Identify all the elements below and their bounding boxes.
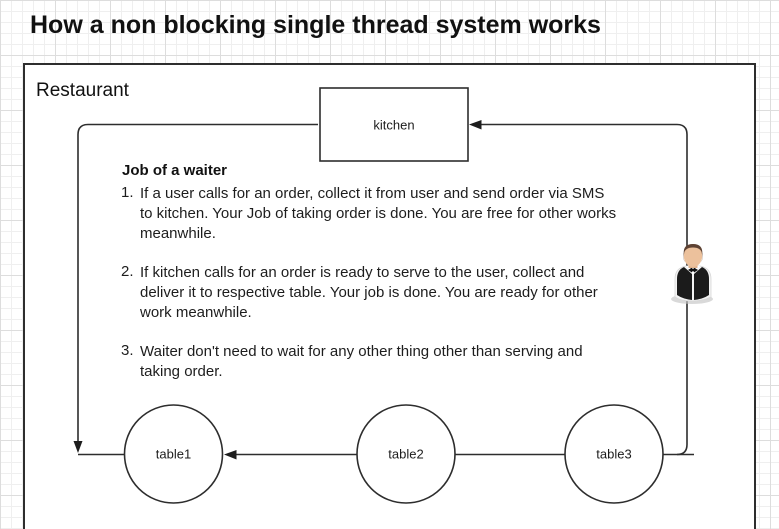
note-line: Waiter don't need to wait for any other … bbox=[140, 343, 583, 360]
table2-label: table2 bbox=[388, 447, 423, 462]
table3-label: table3 bbox=[596, 447, 631, 462]
note-item-2-number: 2. bbox=[121, 263, 134, 280]
kitchen-label: kitchen bbox=[373, 118, 414, 133]
note-line: If a user calls for an order, collect it… bbox=[140, 185, 605, 202]
connector-table3-to-kitchen bbox=[481, 123, 694, 456]
note-line: meanwhile. bbox=[140, 225, 216, 242]
page-title: How a non blocking single thread system … bbox=[30, 11, 601, 39]
table3-node: table3 bbox=[564, 404, 664, 504]
connector-kitchen-to-table1 bbox=[77, 123, 318, 456]
waiter-icon bbox=[671, 244, 713, 304]
table2-node: table2 bbox=[356, 404, 456, 504]
note-item-1-number: 1. bbox=[121, 184, 134, 201]
restaurant-label: Restaurant bbox=[36, 80, 129, 101]
arrowhead-left-icon bbox=[224, 450, 237, 460]
note-line: to kitchen. Your Job of taking order is … bbox=[140, 205, 617, 222]
arrowhead-left-icon bbox=[469, 120, 482, 130]
note-line: deliver it to respective table. Your job… bbox=[140, 284, 598, 301]
note-line: taking order. bbox=[140, 363, 223, 380]
kitchen-node: kitchen bbox=[319, 87, 469, 162]
notes-heading: Job of a waiter bbox=[122, 162, 228, 179]
table1-label: table1 bbox=[156, 447, 191, 462]
arrowhead-down-icon bbox=[73, 441, 83, 453]
note-line: If kitchen calls for an order is ready t… bbox=[140, 264, 585, 281]
note-line: work meanwhile. bbox=[140, 304, 252, 321]
table1-node: table1 bbox=[123, 404, 224, 504]
note-item-3-number: 3. bbox=[121, 342, 134, 359]
